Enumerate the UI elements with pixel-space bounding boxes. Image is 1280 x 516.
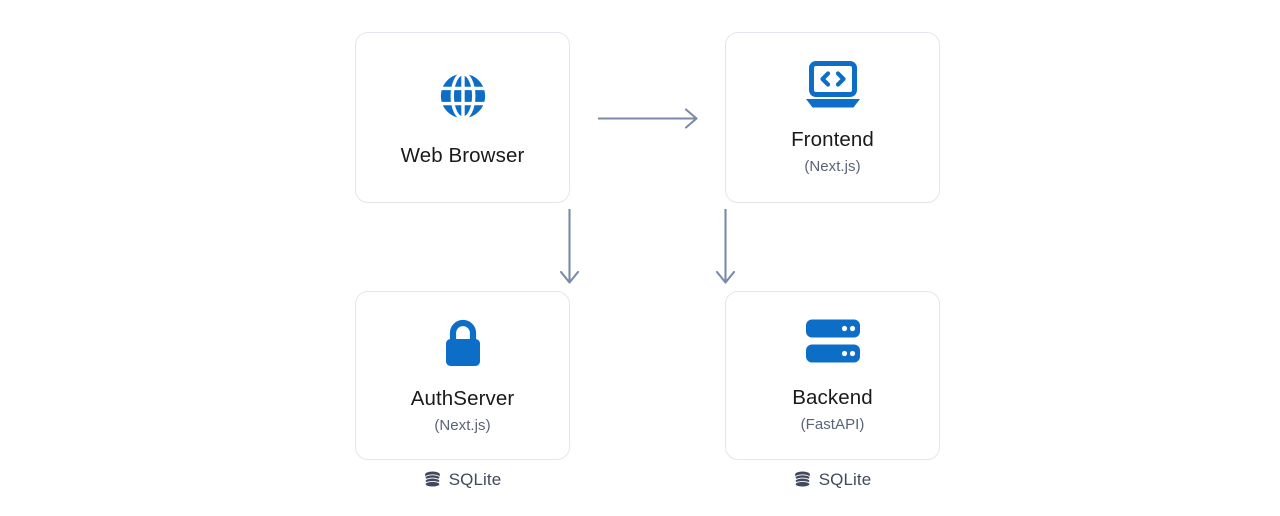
laptop-code-icon xyxy=(804,60,862,110)
node-web-browser[interactable]: Web Browser xyxy=(355,32,570,203)
arrow-browser-to-authserver xyxy=(556,208,584,290)
datastore-label: SQLite xyxy=(818,470,872,489)
globe-icon xyxy=(435,68,491,124)
node-title: Frontend xyxy=(791,128,874,151)
database-icon xyxy=(794,471,811,490)
node-title: Web Browser xyxy=(400,143,525,167)
lock-icon xyxy=(439,317,487,369)
arrow-browser-to-frontend xyxy=(596,104,704,134)
database-icon xyxy=(424,471,441,490)
server-icon xyxy=(804,318,862,364)
node-title: AuthServer xyxy=(410,387,515,410)
datastore-backend: SQLite xyxy=(725,470,940,490)
node-subtitle: (FastAPI) xyxy=(800,416,865,433)
node-subtitle: (Next.js) xyxy=(434,417,491,434)
datastore-authserver: SQLite xyxy=(355,470,570,490)
node-subtitle: (Next.js) xyxy=(804,158,861,175)
node-title: Backend xyxy=(792,386,873,409)
datastore-label: SQLite xyxy=(448,470,502,489)
node-backend[interactable]: Backend (FastAPI) xyxy=(725,291,940,460)
arrow-frontend-to-backend xyxy=(712,208,740,290)
node-frontend[interactable]: Frontend (Next.js) xyxy=(725,32,940,203)
node-authserver[interactable]: AuthServer (Next.js) xyxy=(355,291,570,460)
